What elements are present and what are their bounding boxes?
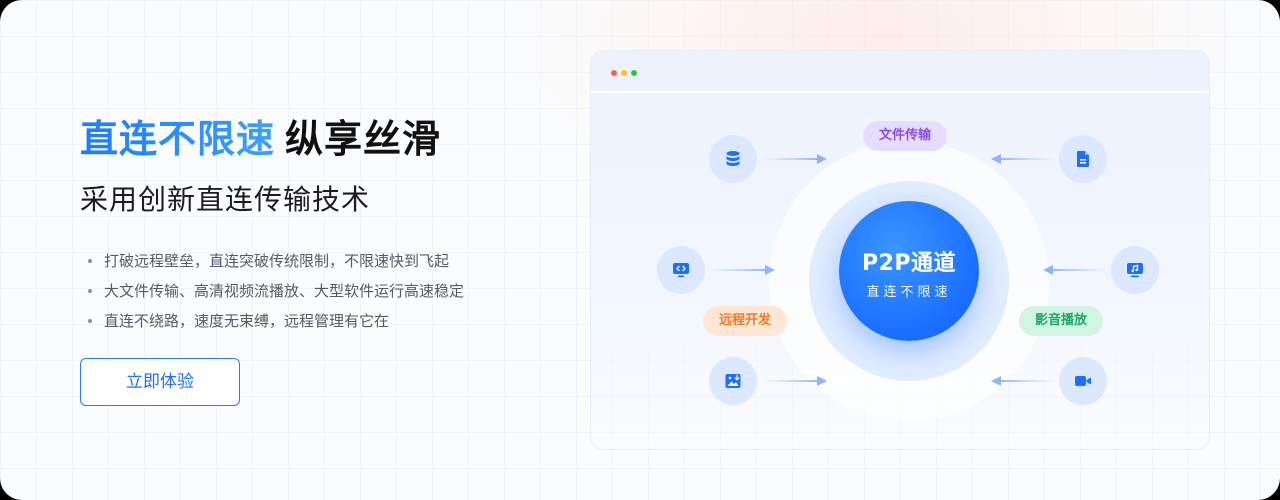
video-camera-icon	[1059, 357, 1107, 405]
try-now-button[interactable]: 立即体验	[80, 358, 240, 406]
p2p-channel-core: P2P通道 直连不限速	[839, 201, 979, 341]
headline: 直连不限速纵享丝滑	[80, 108, 441, 163]
subtitle: 采用创新直连传输技术	[80, 183, 371, 216]
tag-file-transfer: 文件传输	[863, 121, 948, 151]
feature-item: 大文件传输、高清视频流播放、大型软件运行高速稳定	[88, 276, 464, 306]
music-monitor-icon	[1111, 246, 1159, 294]
headline-rest: 纵享丝滑	[285, 117, 442, 161]
document-icon	[1059, 135, 1107, 183]
window-titlebar	[591, 51, 1209, 93]
flow-arrow-left	[989, 375, 1057, 387]
window-minimize-dot	[621, 70, 627, 76]
feature-list: 打破远程壁垒，直连突破传统限制，不限速快到飞起 大文件传输、高清视频流播放、大型…	[88, 246, 464, 336]
flow-arrow-right	[761, 153, 829, 165]
feature-item: 打破远程壁垒，直连突破传统限制，不限速快到飞起	[88, 246, 464, 276]
headline-highlight: 直连不限速	[80, 117, 276, 161]
tag-media-play: 影音播放	[1019, 306, 1104, 336]
flow-arrow-left	[1041, 264, 1109, 276]
window-maximize-dot	[631, 70, 637, 76]
flow-arrow-right	[761, 375, 829, 387]
image-download-icon	[709, 357, 757, 405]
core-subtitle: 直连不限速	[866, 285, 952, 300]
core-title: P2P通道	[861, 251, 957, 276]
window-close-dot	[611, 70, 617, 76]
browser-window-illustration: P2P通道 直连不限速 文件传输 远程开发 影音播放	[590, 50, 1210, 450]
code-monitor-icon	[657, 246, 705, 294]
flow-arrow-left	[989, 153, 1057, 165]
flow-arrow-right	[709, 264, 777, 276]
feature-item: 直连不绕路，速度无束缚，远程管理有它在	[88, 306, 464, 336]
database-icon	[709, 135, 757, 183]
tag-remote-dev: 远程开发	[703, 306, 788, 336]
